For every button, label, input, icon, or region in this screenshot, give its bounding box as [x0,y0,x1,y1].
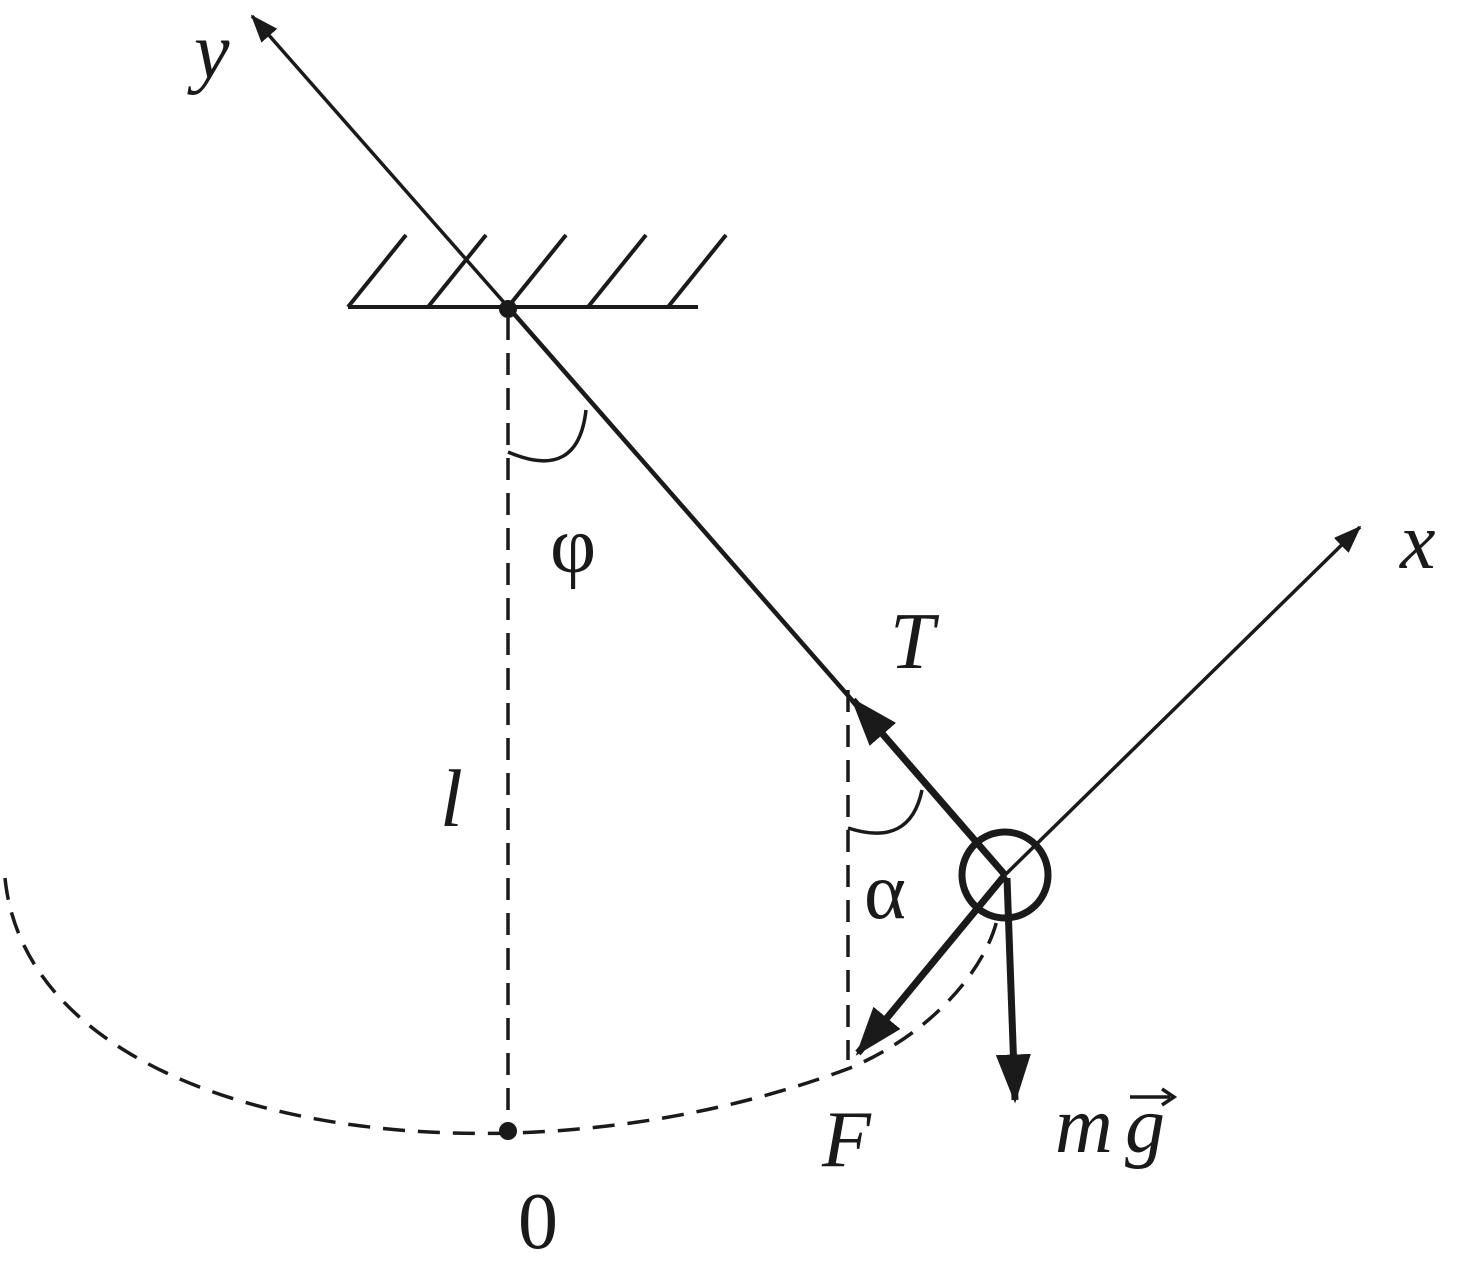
angle-phi-arc [507,409,588,463]
pendulum-bob [958,828,1052,922]
length-label: l [440,753,463,844]
ceiling-support [346,233,728,309]
gravity-g-label: g [1125,1082,1165,1170]
y-axis-arrow [250,14,510,309]
gravity-mass-label: m [1055,1082,1113,1170]
gravity-label: m g [1055,1082,1178,1170]
gravity-arrow [995,877,1031,1104]
origin-point [499,1122,517,1140]
origin-label: 0 [518,1178,558,1266]
x-axis-label: x [1399,498,1436,586]
y-axis-label: y [187,8,230,96]
force-label: F [821,1096,872,1184]
trajectory-arc [3,877,1000,1136]
force-arrow [855,872,1008,1056]
x-axis-arrow [1003,525,1362,877]
angle-phi-label: φ [550,502,596,590]
tension-arrow [850,697,1008,878]
pivot-point [499,300,517,318]
tension-label: T [890,598,940,686]
angle-alpha-label: α [864,848,906,936]
vector-arrow-icon [1130,1087,1178,1107]
angle-alpha-arc [847,789,924,835]
